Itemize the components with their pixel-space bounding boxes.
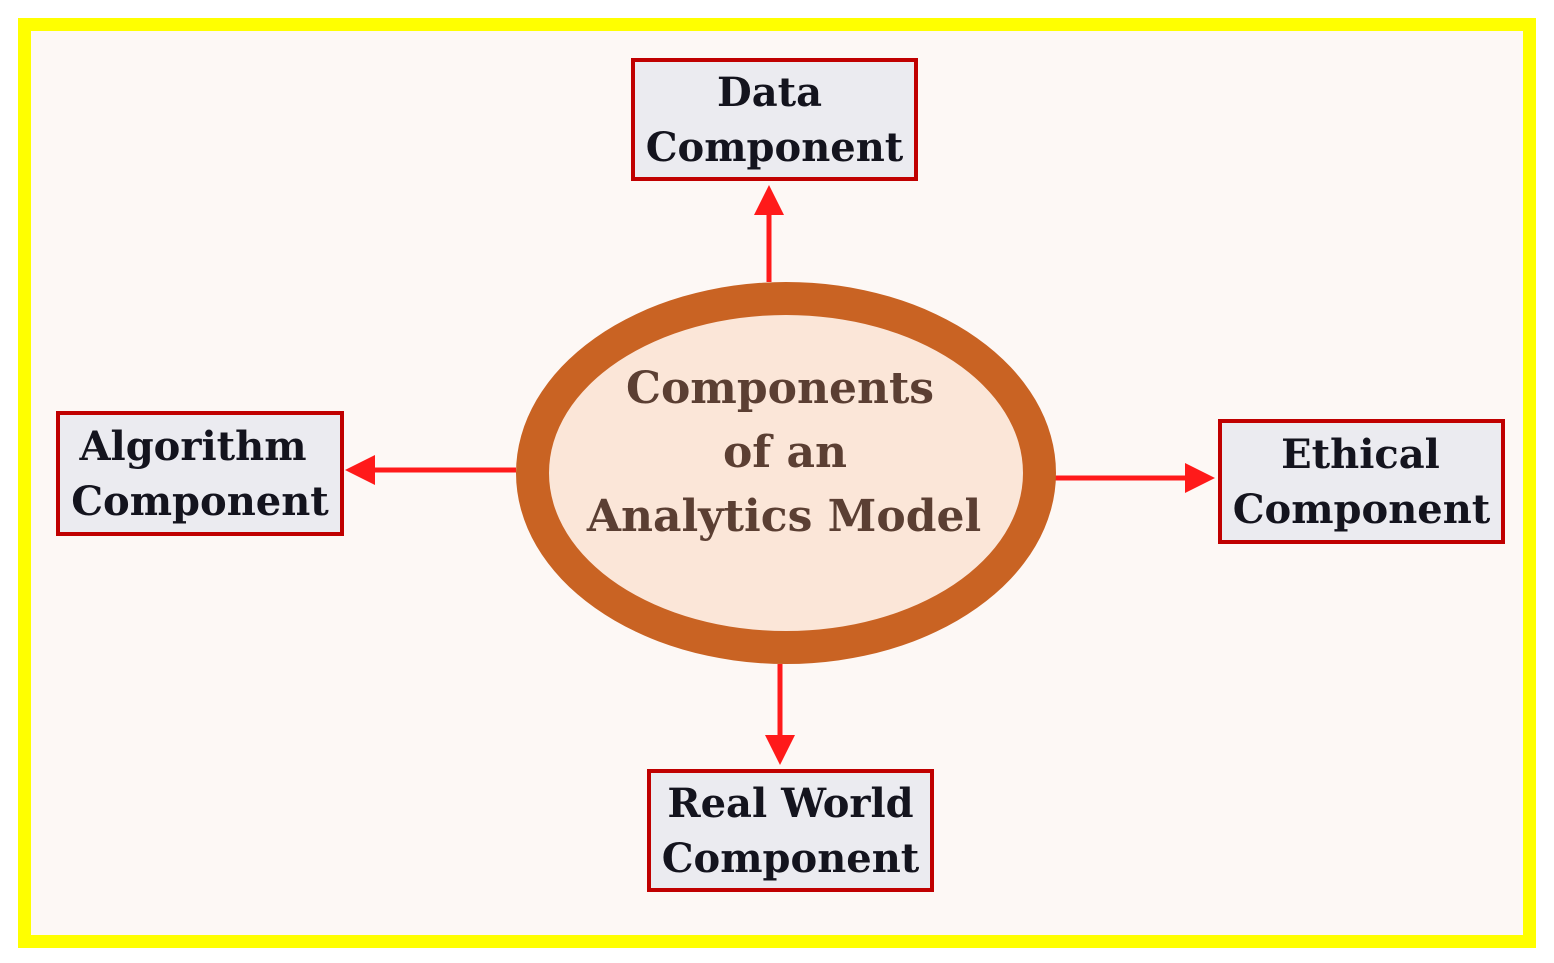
algorithm-component-line-2: Component bbox=[71, 477, 329, 525]
data-component-line-1: Data bbox=[717, 68, 822, 116]
real-world-component-line-1: Real World bbox=[667, 779, 914, 827]
data-component-box: Data Component bbox=[631, 58, 918, 181]
real-world-component-line-2: Component bbox=[661, 834, 920, 882]
algorithm-component-line-1: Algorithm bbox=[79, 422, 307, 470]
data-component-line-2: Component bbox=[645, 123, 904, 171]
ethical-component-box: Ethical Component bbox=[1218, 419, 1505, 544]
ethical-component-line-1: Ethical bbox=[1281, 430, 1440, 478]
central-title-line-3: Analytics Model bbox=[586, 491, 982, 542]
real-world-component-box: Real World Component bbox=[647, 769, 934, 892]
central-title-line-1: Components bbox=[625, 363, 935, 414]
algorithm-component-box: Algorithm Component bbox=[56, 411, 344, 536]
ethical-component-line-2: Component bbox=[1232, 485, 1491, 533]
central-title-line-2: of an bbox=[722, 427, 848, 478]
central-title: Components of an Analytics Model bbox=[516, 282, 1056, 664]
